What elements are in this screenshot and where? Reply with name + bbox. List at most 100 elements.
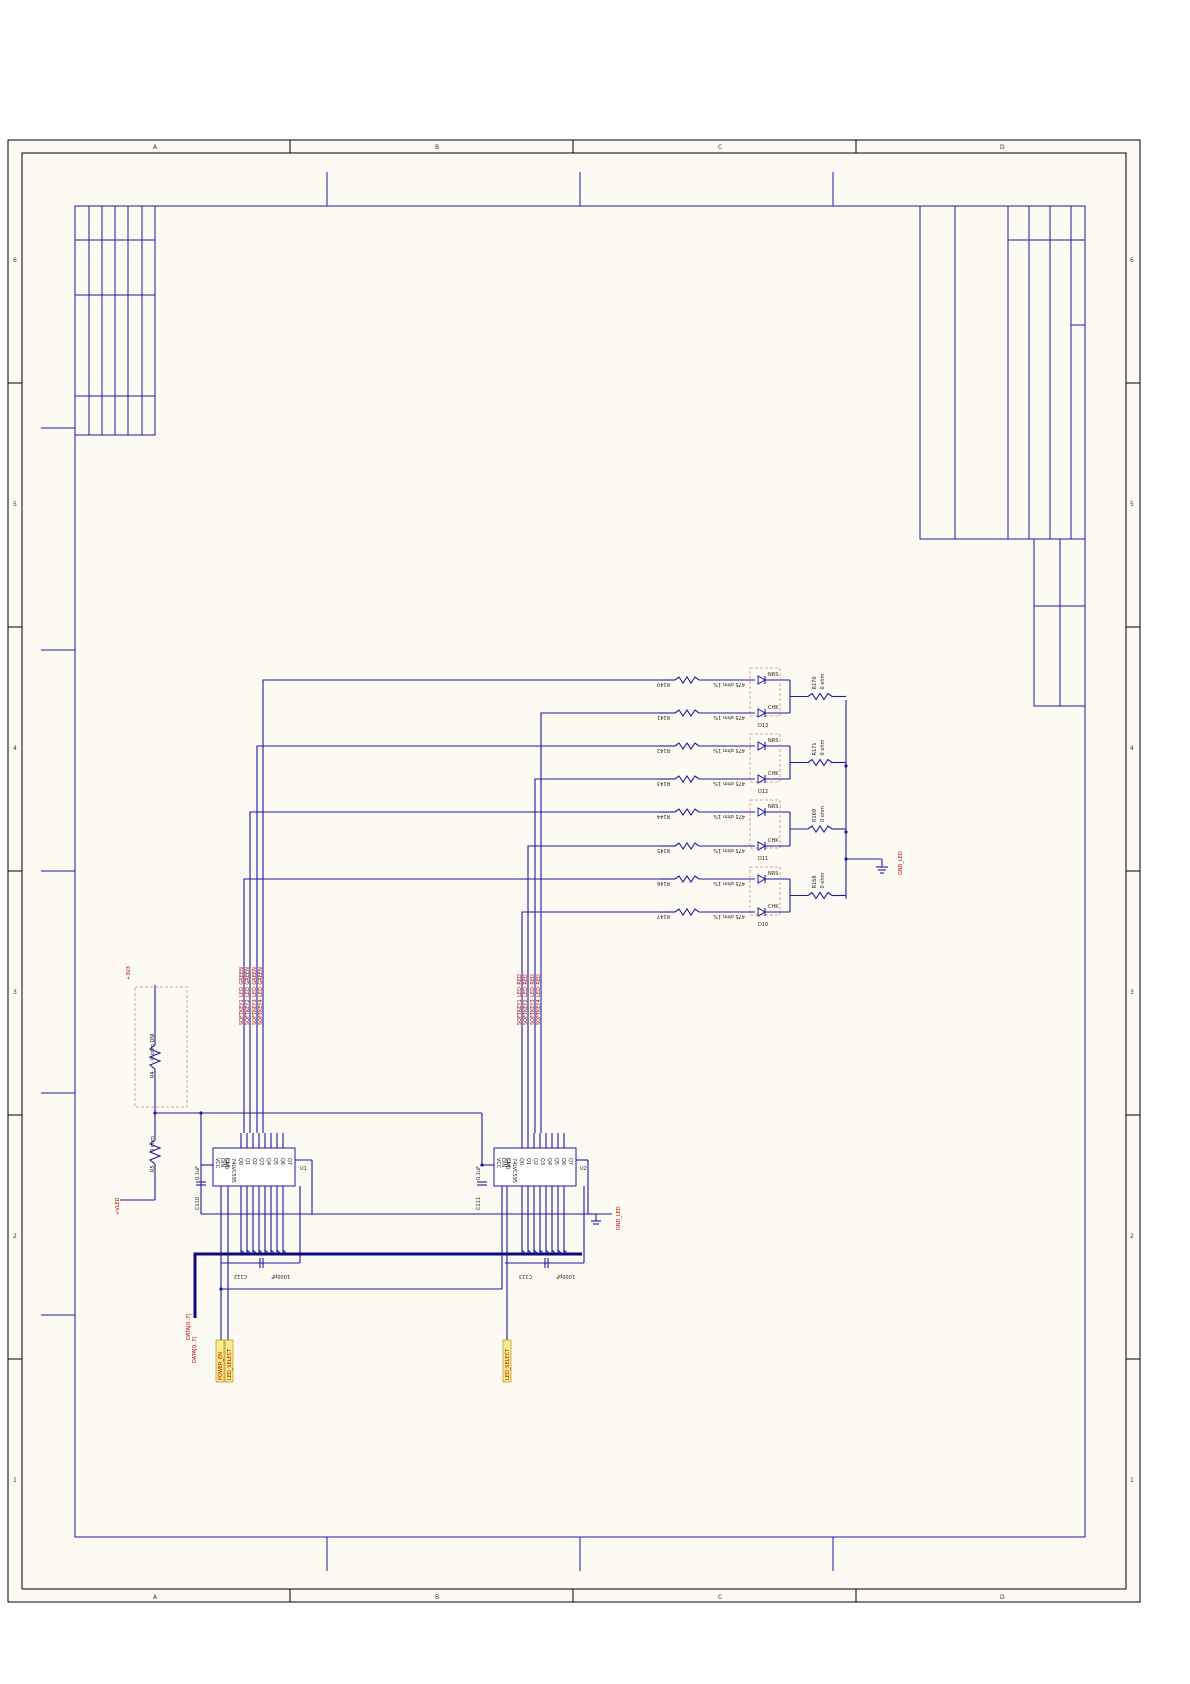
- net-label-softkey4-green: SOFTKEY4_LED_GREEN: [258, 967, 264, 1025]
- resistor-designator: R140: [657, 681, 670, 687]
- gnd-led-label: GND_LED: [898, 851, 904, 875]
- resistor-value: 475 ohm 1%: [713, 747, 745, 753]
- led-pin-label: CHK: [768, 838, 779, 844]
- row-label-right-4: 4: [1130, 745, 1134, 752]
- control-lines: [219, 1186, 508, 1340]
- ic-right-pin-label: VCC: [495, 1158, 501, 1169]
- ic-left-pin-label: DIN: [219, 1158, 225, 1167]
- net-label-softkey2-green: SOFTKEY2_LED_GREEN: [245, 967, 251, 1025]
- resistor-designator: R142: [657, 747, 670, 753]
- col-label-bottom-c: C: [718, 1594, 722, 1601]
- ic-right-pin-label: Q6: [560, 1158, 566, 1165]
- ic-left-pin-label: CLK: [224, 1158, 230, 1168]
- led-array: R140 475 ohm 1% NRS R141 475 ohm 1% CHK R142 47…: [657, 667, 846, 928]
- r4-name: R4: [150, 1071, 156, 1078]
- ic-left-pin-label: Q2: [251, 1158, 257, 1165]
- led-row: R143 475 ohm 1% CHK: [657, 771, 790, 786]
- row-label-right-2: 2: [1130, 1233, 1134, 1240]
- ground-return: [844, 700, 888, 899]
- ic-right-pin-label: GND: [504, 1158, 510, 1170]
- ic-left-pin-label: Q1: [244, 1158, 250, 1165]
- data-bus-label: DATA[0..7]: [192, 1337, 198, 1363]
- led-pin-label: NRS: [768, 871, 778, 877]
- c111-value: 0.1uF: [476, 1166, 482, 1180]
- diode-designator: D11: [758, 856, 768, 862]
- ic-right-designator: U2: [580, 1166, 587, 1172]
- ic-right-pin-label: Q1: [525, 1158, 531, 1165]
- ic-left-pin-label: Q5: [272, 1158, 278, 1165]
- resistor-value: 475 ohm 1%: [713, 780, 745, 786]
- data-bus: [193, 1252, 582, 1318]
- power-vled-label: +VLED: [115, 1197, 121, 1215]
- col-label-top-c: C: [718, 144, 722, 151]
- row-label-left-4: 4: [13, 745, 17, 752]
- row-label-left-3: 3: [13, 989, 17, 996]
- ic-left-designator: U1: [300, 1166, 307, 1172]
- resistor-value: 475 ohm 1%: [713, 681, 745, 687]
- net-label-softkey3-red: SOFTKEY3_LED_RED: [530, 974, 536, 1025]
- shunt-value: 0 ohm: [820, 806, 826, 822]
- data-bus-label-2: DATA[0..7]: [186, 1314, 192, 1340]
- led-pin-label: CHK: [768, 705, 779, 711]
- resistor-designator: R146: [657, 880, 670, 886]
- diode-designator: D13: [758, 723, 768, 729]
- row-label-left-2: 2: [13, 1233, 17, 1240]
- row-label-right-1: 1: [1130, 1477, 1134, 1484]
- ic-left-pin-label: 74LVC595: [230, 1158, 236, 1183]
- resistor-designator: R143: [657, 780, 670, 786]
- led-pin-label: CHK: [768, 904, 779, 910]
- c110-value: 0.1uF: [195, 1166, 201, 1180]
- col-label-bottom-d: D: [1000, 1594, 1005, 1601]
- c113-name: C113: [519, 1273, 532, 1279]
- gnd-led-label-2: GND_LED: [616, 1206, 622, 1230]
- led-pin-label: NRS: [768, 672, 778, 678]
- ic-right-pin-label: 74LVC595: [511, 1158, 517, 1183]
- revision-table: [74, 205, 156, 436]
- r5-name: R5: [150, 1165, 156, 1172]
- c111-name: C111: [476, 1197, 482, 1210]
- net-label-softkey1-red: SOFTKEY1_LED_RED: [517, 974, 523, 1025]
- row-label-right-3: 3: [1130, 989, 1134, 996]
- ic-right-pin-label: DIN: [500, 1158, 506, 1167]
- port-led-select-left: [224, 1339, 234, 1383]
- row-label-right-5: 5: [1130, 501, 1134, 508]
- col-label-top-a: A: [153, 144, 158, 151]
- shunt-name: R169: [812, 809, 818, 822]
- led-pin-label: NRS: [768, 804, 778, 810]
- ic-left-pin-label: Q6: [279, 1158, 285, 1165]
- led-row: R141 475 ohm 1% CHK: [657, 705, 790, 720]
- resistor-designator: R141: [657, 714, 670, 720]
- port-led-select-right: [502, 1339, 512, 1383]
- shunt-name: R168: [812, 875, 818, 888]
- net-label-softkey1-green: SOFTKEY1_LED_GREEN: [239, 967, 245, 1025]
- c110-name: C110: [195, 1197, 201, 1210]
- ic-left-pin-label: GND: [223, 1158, 229, 1170]
- shunt-name: R171: [812, 742, 818, 755]
- shunt-value: 0 ohm: [820, 740, 826, 756]
- r4-value: 0 ohm DNI: [150, 1033, 156, 1060]
- shunt-value: 0 ohm: [820, 873, 826, 889]
- port-led-select-right-label: LED_SELECT: [505, 1348, 511, 1380]
- bus-taps: [240, 1249, 569, 1255]
- ic-left-pin-label: VCC: [214, 1158, 220, 1169]
- ic-right-pin-label: Q0: [518, 1158, 524, 1165]
- resistor-designator: R147: [657, 913, 670, 919]
- port-power-en-label: POWER_EN: [218, 1352, 224, 1380]
- net-label-softkey2-red: SOFTKEY2_LED_RED: [523, 974, 529, 1025]
- row-label-right-6: 6: [1130, 257, 1134, 264]
- power-3v3-label: +3V3: [126, 966, 132, 980]
- ic-left-pin-label: Q0: [237, 1158, 243, 1165]
- row-label-left-5: 5: [13, 501, 17, 508]
- ic-right-pin-label: Q3: [539, 1158, 545, 1165]
- resistor-designator: R144: [657, 813, 670, 819]
- resistor-value: 475 ohm 1%: [713, 714, 745, 720]
- zone-ticks: [8, 140, 1140, 1602]
- led-pin-label: CHK: [768, 771, 779, 777]
- resistor-value: 475 ohm 1%: [713, 847, 745, 853]
- ic-left-pin-label: Q3: [258, 1158, 264, 1165]
